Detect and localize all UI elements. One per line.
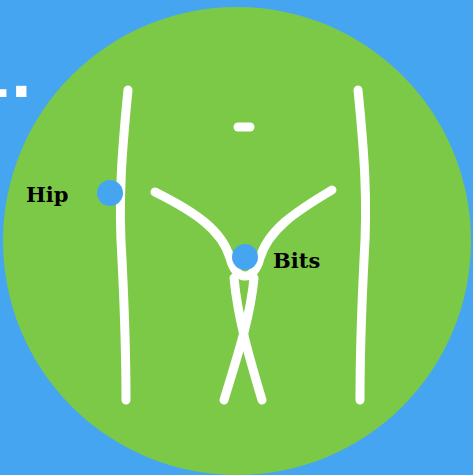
bits-dot [232,244,258,270]
leg-line [224,278,254,400]
part-label: Bits [273,250,320,271]
groin-lines [155,190,332,276]
green-circle [3,7,471,475]
part-label: Hip [26,184,69,205]
figure-number: 1. [0,48,32,106]
hip-dot [97,180,123,206]
right-body-outline [358,90,366,400]
left-body-outline [120,90,128,400]
navel-mark [238,123,250,132]
